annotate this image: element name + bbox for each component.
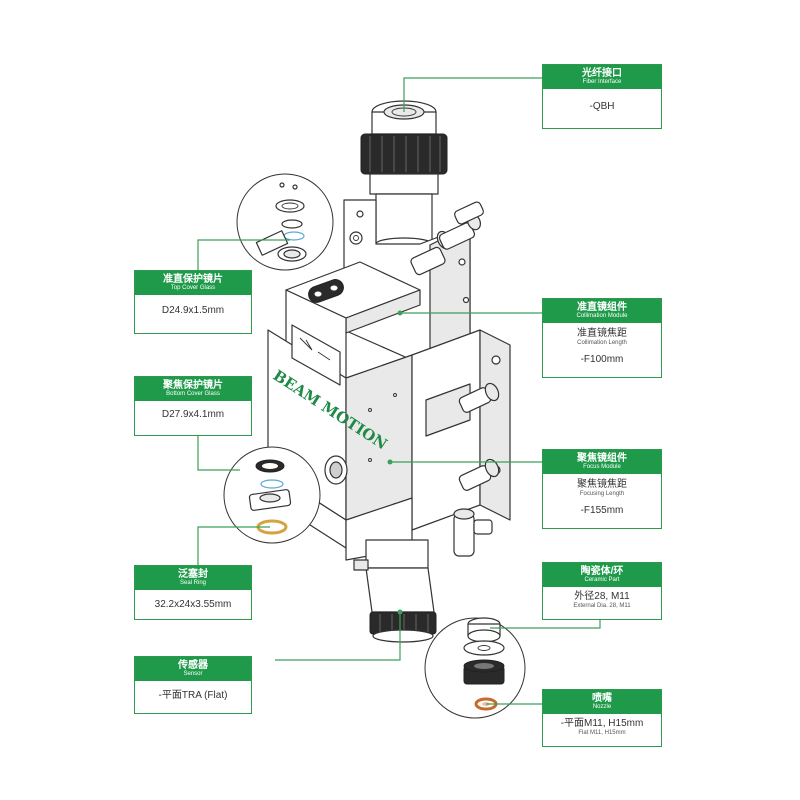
callout-body: D27.9x4.1mm xyxy=(135,401,251,422)
callout-header: 传感器 Sensor xyxy=(135,657,251,681)
callout-body: 外径28, M11 External Dia. 28, M11 xyxy=(543,587,661,611)
callout-sensor: 传感器 Sensor -平面TRA (Flat) xyxy=(134,656,252,714)
callout-value: -平面TRA (Flat) xyxy=(158,689,228,701)
callout-value: 32.2x24x3.55mm xyxy=(154,598,232,610)
callout-sub-en: Collimation Length xyxy=(577,340,627,347)
callout-title-en: Fiber Interface xyxy=(582,79,622,85)
air-fittings-upper xyxy=(410,201,484,276)
callout-header: 准直保护镜片 Top Cover Glass xyxy=(135,271,251,295)
callout-title-zh: 光纤接口 xyxy=(582,68,622,79)
callout-title-en: Ceramic Part xyxy=(584,577,620,583)
callout-value-en: Flat M11, H15mm xyxy=(578,730,626,737)
callout-title-en: Nozzle xyxy=(592,704,612,710)
callout-sub-zh: 准直镜焦距 xyxy=(577,327,627,339)
callout-title-en: Bottom Cover Glass xyxy=(166,391,220,397)
callout-value: D27.9x4.1mm xyxy=(161,408,225,420)
callout-value: 外径28, M11 xyxy=(574,590,630,602)
callout-title-zh: 泛塞封 xyxy=(178,569,208,580)
callout-body: D24.9x1.5mm xyxy=(135,295,251,318)
callout-value-en: External Dia. 28, M11 xyxy=(573,603,631,610)
callout-title-en: Focus Module xyxy=(583,464,621,470)
callout-header: 陶瓷体/环 Ceramic Part xyxy=(543,563,661,587)
detail-bottom-cover-glass xyxy=(223,446,321,544)
callout-title-en: Collimation Module xyxy=(576,313,628,319)
callout-bottom-cover-glass: 聚焦保护镜片 Bottom Cover Glass D27.9x4.1mm xyxy=(134,376,252,436)
callout-header: 光纤接口 Fiber Interface xyxy=(543,65,661,89)
callout-nozzle: 喷嘴 Nozzle -平面M11, H15mm Flat M11, H15mm xyxy=(542,689,662,747)
air-fittings-lower xyxy=(453,382,500,557)
callout-body: 聚焦镜焦距 Focusing Length -F155mm xyxy=(543,474,661,518)
detail-ceramic-nozzle xyxy=(424,617,526,719)
callout-title-zh: 陶瓷体/环 xyxy=(580,566,624,577)
callout-title-zh: 喷嘴 xyxy=(592,693,612,704)
callout-title-zh: 准直镜组件 xyxy=(577,302,627,313)
callout-header: 聚焦镜组件 Focus Module xyxy=(543,450,661,474)
callout-header: 泛塞封 Seal Ring xyxy=(135,566,251,590)
callout-title-zh: 准直保护镜片 xyxy=(163,274,223,285)
callout-value: -平面M11, H15mm xyxy=(560,717,644,729)
callout-value: -F155mm xyxy=(580,504,624,516)
callout-sub-en: Focusing Length xyxy=(579,491,625,498)
callout-title-zh: 聚焦保护镜片 xyxy=(163,380,223,391)
callout-title-en: Seal Ring xyxy=(179,580,206,586)
callout-body: -QBH xyxy=(543,89,661,114)
callout-title-en: Top Cover Glass xyxy=(170,285,216,291)
lower-tube xyxy=(353,539,437,643)
callout-value: -QBH xyxy=(589,100,615,112)
callout-value: D24.9x1.5mm xyxy=(161,304,225,316)
callout-title-en: Sensor xyxy=(183,671,203,677)
callout-body: -平面TRA (Flat) xyxy=(135,681,251,703)
callout-sub-zh: 聚焦镜焦距 xyxy=(577,478,627,490)
leader-lines xyxy=(197,77,601,705)
callout-body: 32.2x24x3.55mm xyxy=(135,590,251,612)
detail-top-cover-glass xyxy=(236,173,334,271)
callout-body: 准直镜焦距 Collimation Length -F100mm xyxy=(543,323,661,367)
callout-collimation-module: 准直镜组件 Collimation Module 准直镜焦距 Collimati… xyxy=(542,298,662,378)
callout-seal-ring: 泛塞封 Seal Ring 32.2x24x3.55mm xyxy=(134,565,252,620)
callout-header: 准直镜组件 Collimation Module xyxy=(543,299,661,323)
callout-ceramic-part: 陶瓷体/环 Ceramic Part 外径28, M11 External Di… xyxy=(542,562,662,620)
callout-body: -平面M11, H15mm Flat M11, H15mm xyxy=(543,714,661,738)
callout-title-zh: 传感器 xyxy=(178,660,208,671)
callout-top-cover-glass: 准直保护镜片 Top Cover Glass D24.9x1.5mm xyxy=(134,270,252,334)
callout-header: 聚焦保护镜片 Bottom Cover Glass xyxy=(135,377,251,401)
callout-fiber-interface: 光纤接口 Fiber Interface -QBH xyxy=(542,64,662,129)
callout-header: 喷嘴 Nozzle xyxy=(543,690,661,714)
callout-value: -F100mm xyxy=(580,353,624,365)
callout-focus-module: 聚焦镜组件 Focus Module 聚焦镜焦距 Focusing Length… xyxy=(542,449,662,529)
callout-title-zh: 聚焦镜组件 xyxy=(577,453,627,464)
